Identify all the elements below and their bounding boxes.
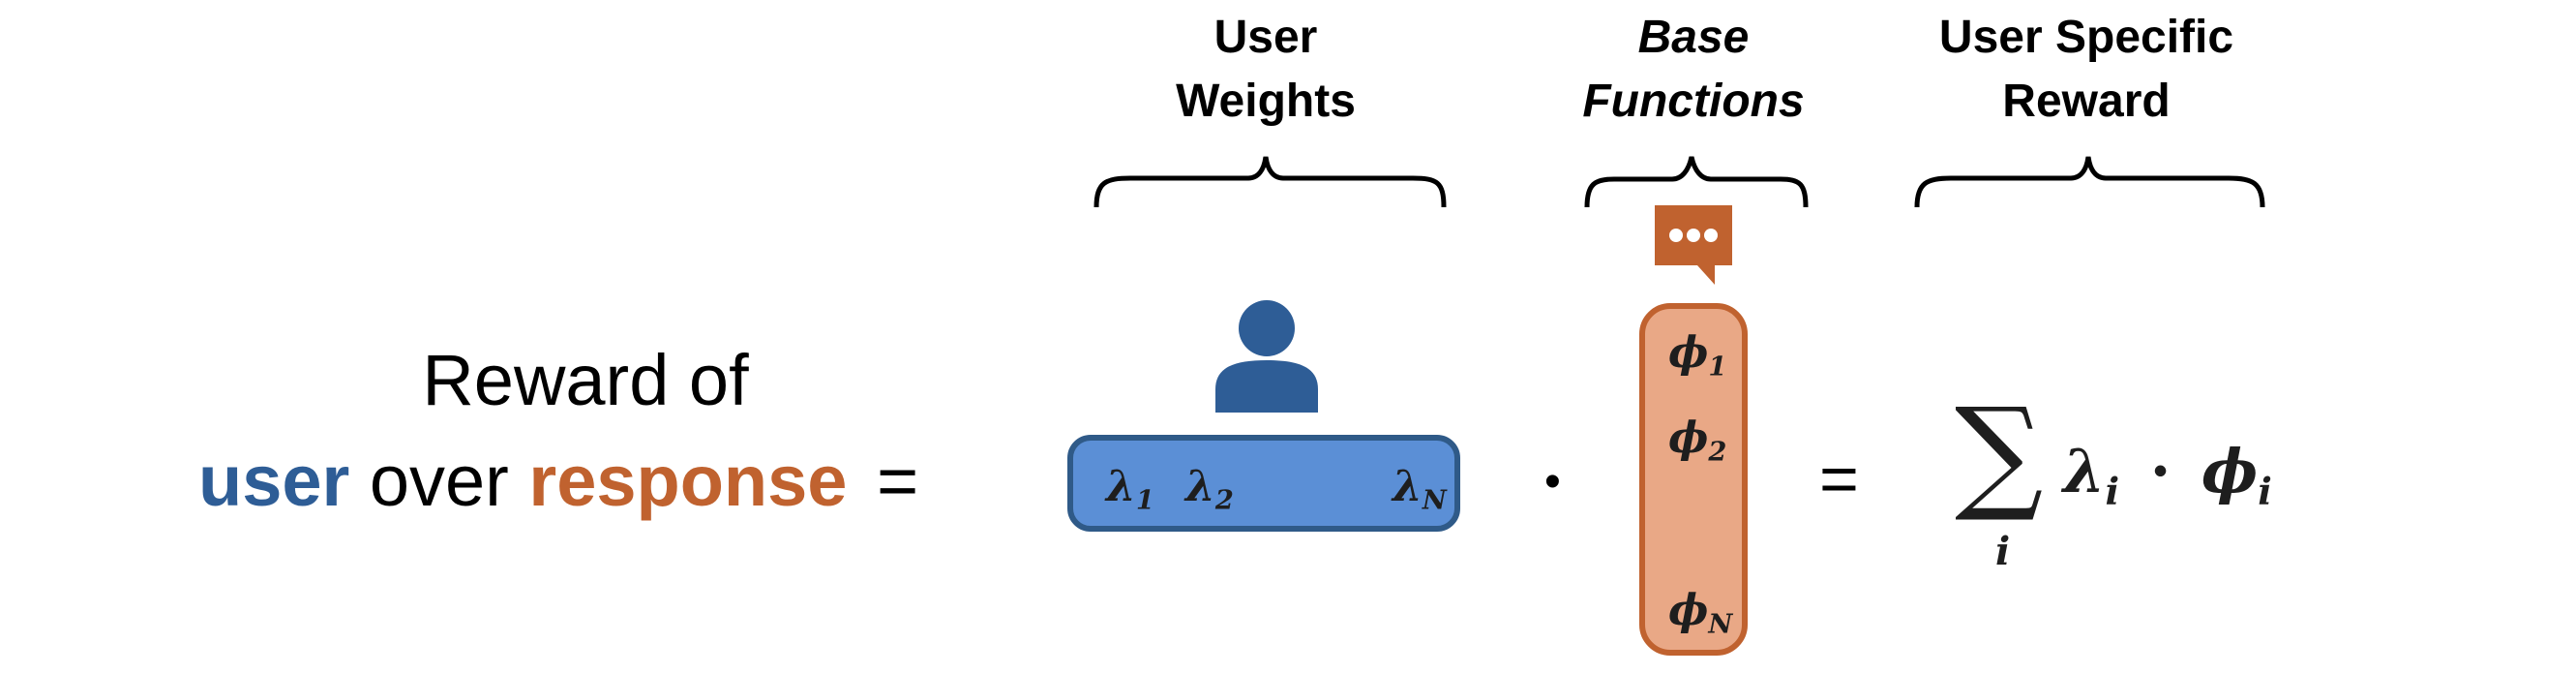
left-label-line2: user over response =: [198, 438, 918, 525]
phi-n: ϕN: [1668, 586, 1733, 640]
header-base-functions-line2: Functions: [1582, 76, 1805, 127]
lambda-n: λN: [1393, 462, 1447, 516]
equals-sign-left: =: [876, 441, 919, 521]
left-label-line1: Reward of: [194, 337, 977, 424]
phi-2: ϕ2: [1668, 414, 1727, 468]
header-user-weights-line1: User: [1213, 12, 1318, 63]
brace-user-weights: [1093, 156, 1447, 208]
header-user-weights: User Weights: [1121, 6, 1411, 134]
lambda-1: λ1: [1106, 462, 1154, 516]
phi-1: ϕ1: [1668, 328, 1727, 383]
header-user-specific-reward-line2: Reward: [2002, 76, 2171, 127]
summation-formula: ∑ i λi · ϕi: [1955, 382, 2274, 581]
lambda-2: λ2: [1185, 462, 1234, 516]
brace-user-specific-reward: [1914, 156, 2265, 208]
over-word: over: [369, 441, 509, 521]
base-functions-vector: ϕ1 ϕ2 ϕN: [1639, 303, 1748, 656]
header-user-weights-line2: Weights: [1176, 76, 1356, 127]
sum-index: i: [1995, 529, 2011, 574]
formula-term: λi · ϕi: [2063, 436, 2272, 514]
user-word: user: [198, 441, 350, 521]
speech-bubble-icon: [1655, 205, 1732, 285]
weights-vector: λ1 λ2 λN: [1067, 435, 1460, 532]
header-user-specific-reward-line1: User Specific: [1938, 12, 2234, 63]
header-user-specific-reward: User Specific Reward: [1883, 6, 2290, 134]
user-icon: [1215, 300, 1318, 413]
response-word: response: [528, 441, 848, 521]
dot-operator: •: [1544, 456, 1561, 507]
reward-of-text: Reward of: [422, 340, 749, 420]
sum-symbol: ∑: [1955, 382, 2044, 526]
brace-base-functions: [1584, 156, 1809, 208]
header-base-functions-line1: Base: [1637, 12, 1750, 63]
equals-sign-right: =: [1819, 441, 1859, 516]
header-base-functions: Base Functions: [1548, 6, 1839, 134]
